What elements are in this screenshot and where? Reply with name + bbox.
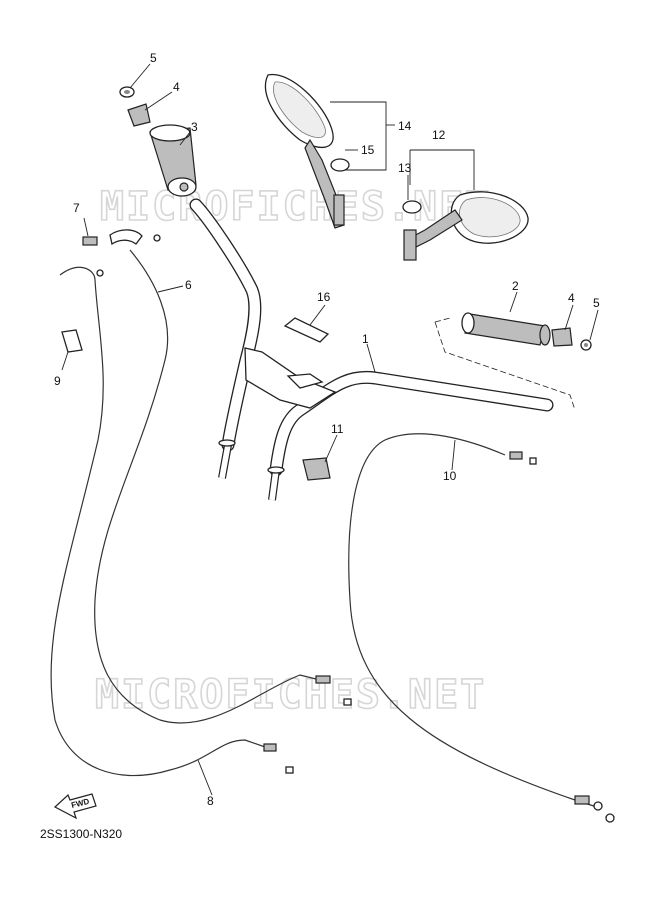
callout-7: 7 — [73, 201, 80, 215]
callout-10: 10 — [443, 469, 457, 483]
throttle-cable-6 — [94, 249, 321, 724]
leader-lines — [61, 63, 599, 796]
clutch-cable-10 — [348, 433, 601, 809]
callout-16: 16 — [317, 290, 331, 304]
callout-3: 3 — [191, 120, 198, 134]
callout-12: 12 — [432, 128, 446, 142]
callout-6: 6 — [185, 278, 192, 292]
grip-part — [434, 312, 592, 411]
bar-end-weight-left — [119, 86, 151, 127]
callout-9: 9 — [54, 374, 61, 388]
diagram-code: 2SS1300-N320 — [40, 827, 122, 841]
callout-4-right: 4 — [568, 291, 575, 305]
fwd-label: FWD — [70, 797, 90, 810]
cable-clamp-part — [61, 329, 83, 353]
callout-4-left: 4 — [173, 80, 180, 94]
mirror-right-part — [402, 191, 529, 261]
mirror-left-part — [264, 74, 350, 229]
callout-5-left: 5 — [150, 51, 157, 65]
callout-13: 13 — [398, 161, 412, 175]
lever-holder-part — [82, 229, 161, 277]
callout-8: 8 — [207, 794, 214, 808]
callout-labels: 5 4 3 14 15 12 13 7 6 2 4 5 16 1 9 11 10… — [54, 51, 600, 808]
throttle-grip-part — [149, 124, 197, 197]
callout-2: 2 — [512, 279, 519, 293]
callout-5-right: 5 — [593, 296, 600, 310]
plate-part — [283, 317, 330, 343]
callout-14: 14 — [398, 119, 412, 133]
callout-15: 15 — [361, 143, 375, 157]
throttle-cable-8 — [50, 266, 269, 777]
callout-11: 11 — [331, 422, 344, 436]
handlebar-part — [189, 198, 554, 501]
switch-part — [302, 457, 331, 481]
cable-ends — [263, 451, 615, 823]
watermark-top: MICROFICHES.NET — [100, 184, 491, 230]
callout-1: 1 — [362, 332, 369, 346]
forward-arrow-icon: FWD — [53, 793, 97, 820]
